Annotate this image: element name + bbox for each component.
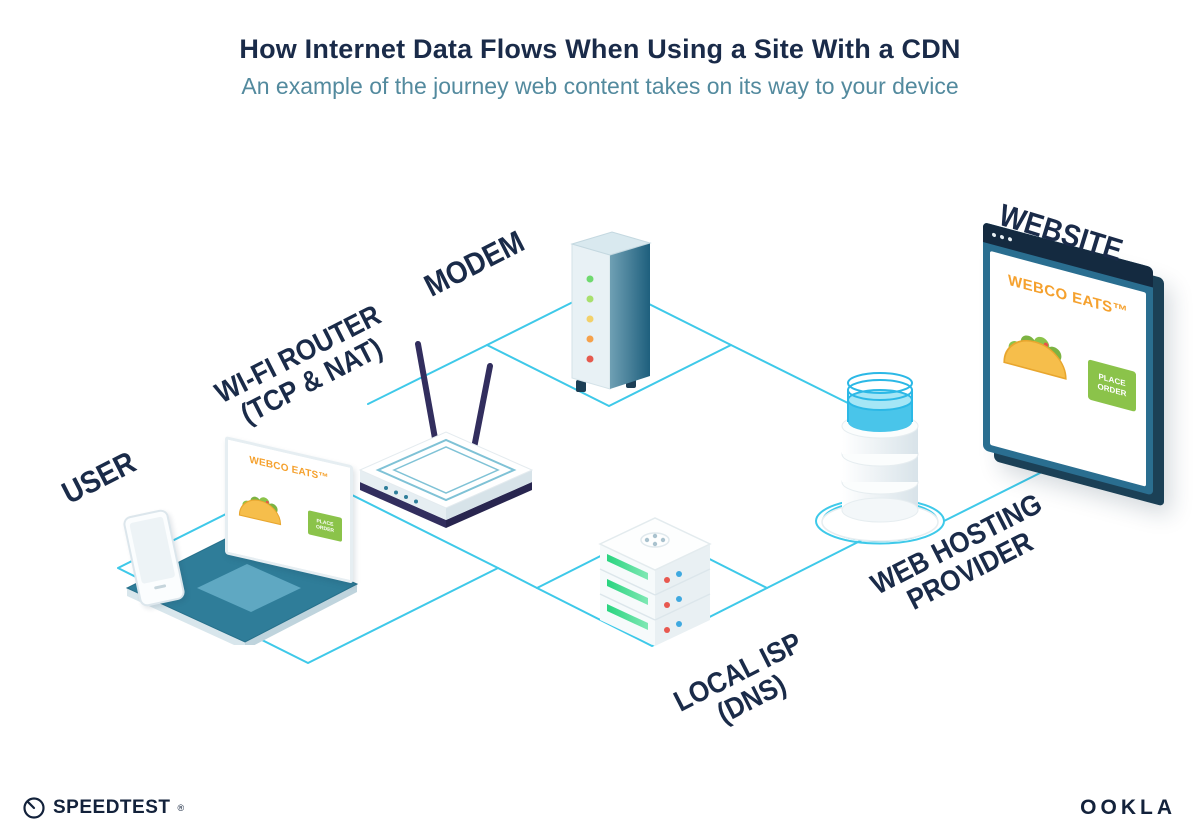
- speedtest-logo: SPEEDTEST ®: [22, 796, 184, 820]
- taco-icon: [1003, 335, 1067, 380]
- hosting-database-device: [821, 372, 939, 542]
- phone-screen: [129, 516, 176, 585]
- window-control-dot: [992, 232, 996, 238]
- browser-webpage: WEBCO EATS™ PLACE ORDER: [990, 250, 1146, 487]
- modem-status-leds: [586, 275, 594, 363]
- speedtest-wordmark: SPEEDTEST: [53, 797, 171, 818]
- speedtest-gauge-icon: [23, 797, 45, 819]
- isp-server-device: [598, 517, 712, 646]
- modem-device: [570, 231, 652, 392]
- place-order-button: PLACE ORDER: [1088, 359, 1136, 412]
- window-control-dot: [1000, 234, 1004, 240]
- window-control-dot: [1008, 236, 1012, 242]
- server-chassis: [598, 517, 712, 646]
- router-antennas: [415, 341, 493, 451]
- server-status-dots: [664, 571, 682, 633]
- label-modem: MODEM: [418, 223, 530, 304]
- phone-home-bar: [153, 584, 167, 590]
- wifi-router-device: [358, 341, 534, 528]
- ookla-wordmark: OOKLA: [1080, 796, 1176, 819]
- server-drawer-seams: [599, 568, 711, 621]
- header: How Internet Data Flows When Using a Sit…: [0, 34, 1200, 100]
- speedtest-trademark: ®: [177, 803, 185, 813]
- laptop-screen: WEBCO EATS™ PLACE ORDER: [225, 436, 353, 584]
- router-port-leds: [384, 486, 418, 504]
- server-top-vents: [644, 533, 666, 547]
- user-device: WEBCO EATS™ PLACE ORDER: [121, 430, 365, 650]
- website-browser: WEBCO EATS™ PLACE ORDER: [983, 222, 1153, 496]
- page-subtitle: An example of the journey web content ta…: [241, 73, 959, 99]
- place-order-button: PLACE ORDER: [308, 510, 342, 543]
- laptop-webpage: WEBCO EATS™ PLACE ORDER: [228, 439, 350, 580]
- router-body: [358, 431, 534, 528]
- taco-icon: [238, 496, 282, 526]
- database-glass-tank: [847, 372, 913, 432]
- page-title: How Internet Data Flows When Using a Sit…: [239, 34, 961, 64]
- server-activity-bars: [607, 554, 648, 630]
- modem-body: [570, 231, 652, 390]
- ookla-logo: OOKLA: [1080, 796, 1176, 820]
